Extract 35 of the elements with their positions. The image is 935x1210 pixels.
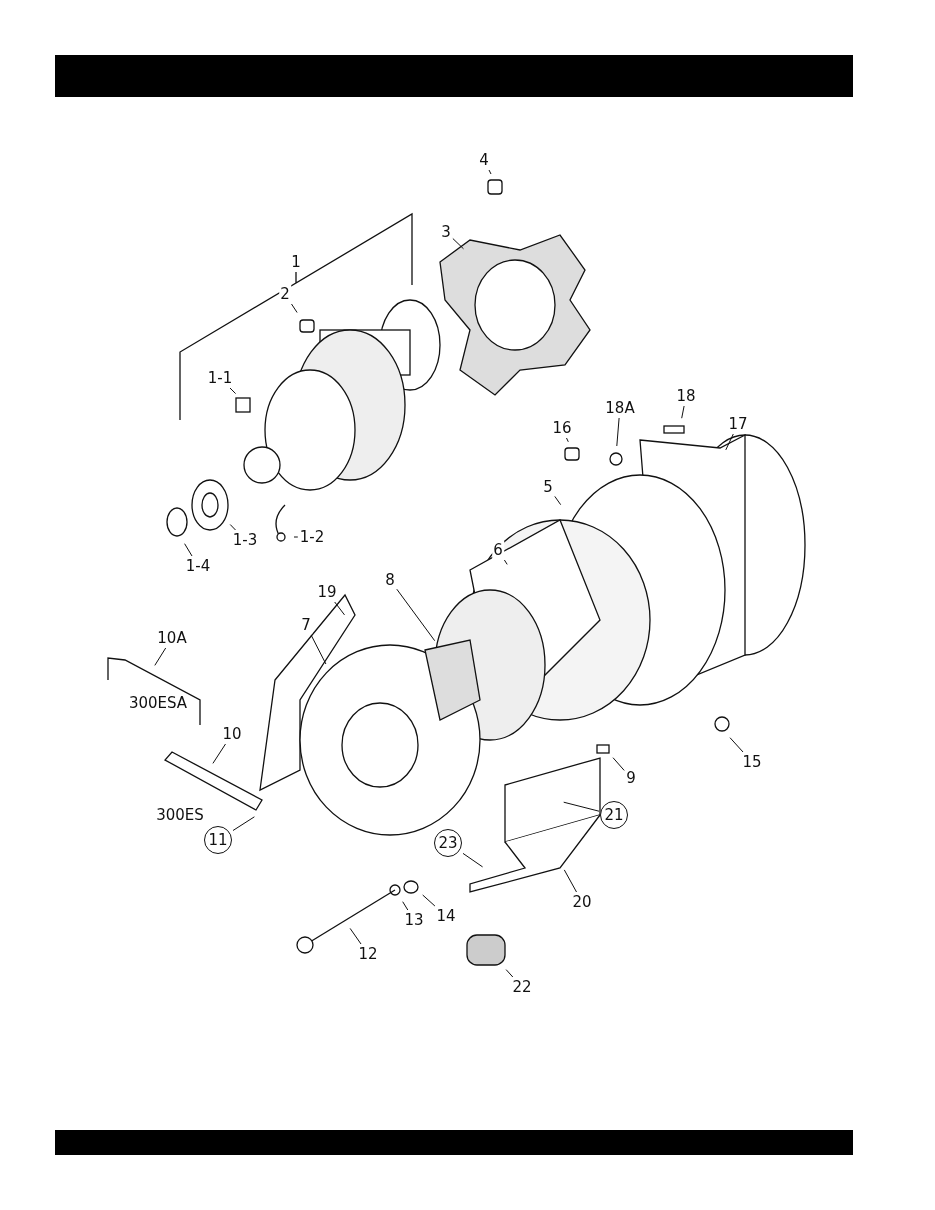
model-label: 300ES	[156, 806, 204, 824]
leader-line	[563, 869, 577, 893]
leader-line	[729, 737, 744, 753]
leader-line	[616, 417, 620, 447]
leader-line	[334, 601, 345, 616]
leader-line	[503, 559, 508, 565]
leader-line	[566, 437, 569, 443]
leader-line	[229, 524, 236, 531]
callout-number: 6	[492, 541, 504, 559]
leader-line	[349, 927, 362, 945]
leader-line	[612, 757, 625, 771]
leader-line	[293, 536, 299, 538]
leader-line	[505, 969, 514, 978]
callout-number: 11	[204, 826, 232, 854]
leader-line	[232, 816, 255, 831]
callout-number: 21	[600, 801, 628, 829]
leader-line	[563, 801, 600, 812]
callout-number: 1	[291, 253, 301, 271]
leader-line	[488, 169, 492, 175]
leader-line	[154, 647, 167, 666]
leader-line	[396, 588, 436, 642]
leader-line	[184, 543, 193, 557]
leader-line	[229, 387, 237, 395]
leader-line	[681, 405, 685, 419]
leader-line	[310, 634, 327, 665]
callout-number: 23	[434, 829, 462, 857]
leader-line	[422, 894, 436, 907]
leader-line	[291, 303, 298, 313]
leader-line	[554, 495, 562, 506]
leader-line	[402, 901, 409, 911]
leader-line	[462, 852, 484, 868]
leader-line	[212, 743, 226, 764]
leader-line	[725, 433, 734, 451]
leader-line	[452, 238, 464, 250]
model-label: 300ESA	[128, 694, 188, 712]
